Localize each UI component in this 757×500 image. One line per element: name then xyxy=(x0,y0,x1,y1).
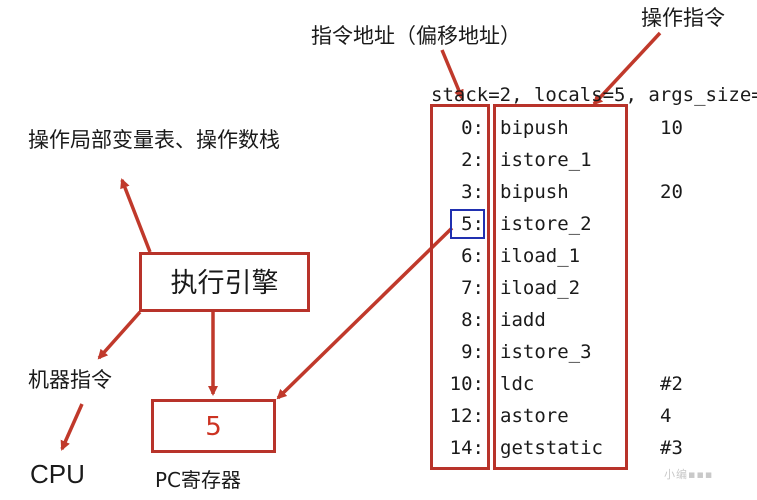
row-6-opcode: iadd xyxy=(500,309,546,331)
row-3-opcode: istore_2 xyxy=(500,213,592,235)
opcode-column-box xyxy=(493,104,628,470)
operation-instructions-label: 操作指令 xyxy=(641,6,725,30)
row-8-offset: 10: xyxy=(449,373,484,395)
row-2-offset: 3: xyxy=(461,181,484,203)
current-instruction-highlight xyxy=(450,209,485,239)
pc-register-label: PC寄存器 xyxy=(155,468,242,492)
instruction-address-label: 指令地址（偏移地址） xyxy=(311,24,521,48)
row-9-opcode: astore xyxy=(500,405,569,427)
row-5-offset: 7: xyxy=(461,277,484,299)
arrow-machine-instructions-to-cpu xyxy=(60,403,84,451)
local-vars-stack-label: 操作局部变量表、操作数栈 xyxy=(28,128,280,152)
execution-engine-label: 执行引擎 xyxy=(170,268,279,299)
arrow-engine-to-local-vars xyxy=(120,178,152,253)
pc-register-box: 5 xyxy=(151,399,276,453)
arrow-to-opcode-column xyxy=(592,31,662,106)
row-0-arg: 10 xyxy=(660,117,683,139)
arrow-to-offset-column xyxy=(440,49,464,100)
arrow-engine-to-machine-instructions xyxy=(97,310,142,360)
row-7-opcode: istore_3 xyxy=(500,341,592,363)
execution-engine-box: 执行引擎 xyxy=(139,252,310,312)
row-9-arg: 4 xyxy=(660,405,672,427)
row-4-offset: 6: xyxy=(461,245,484,267)
pc-register-value: 5 xyxy=(205,412,222,442)
row-10-offset: 14: xyxy=(449,437,484,459)
row-1-opcode: istore_1 xyxy=(500,149,592,171)
row-1-offset: 2: xyxy=(461,149,484,171)
offset-column-box xyxy=(430,104,490,470)
row-10-opcode: getstatic xyxy=(500,437,603,459)
row-7-offset: 9: xyxy=(461,341,484,363)
row-6-offset: 8: xyxy=(461,309,484,331)
row-2-opcode: bipush xyxy=(500,181,569,203)
bytecode-header: stack=2, locals=5, args_size= xyxy=(431,84,757,106)
cpu-label: CPU xyxy=(30,459,85,489)
row-8-arg: #2 xyxy=(660,373,683,395)
row-3-offset: 5: xyxy=(461,213,484,235)
row-0-opcode: bipush xyxy=(500,117,569,139)
row-5-opcode: iload_2 xyxy=(500,277,581,299)
arrow-offset-to-pc-register xyxy=(276,226,454,400)
row-9-offset: 12: xyxy=(449,405,484,427)
row-10-arg: #3 xyxy=(660,437,683,459)
row-8-opcode: ldc xyxy=(500,373,535,395)
row-4-opcode: iload_1 xyxy=(500,245,581,267)
watermark: 小编▪▪▪ xyxy=(664,468,714,481)
machine-instructions-label: 机器指令 xyxy=(28,368,112,392)
row-0-offset: 0: xyxy=(461,117,484,139)
row-2-arg: 20 xyxy=(660,181,683,203)
